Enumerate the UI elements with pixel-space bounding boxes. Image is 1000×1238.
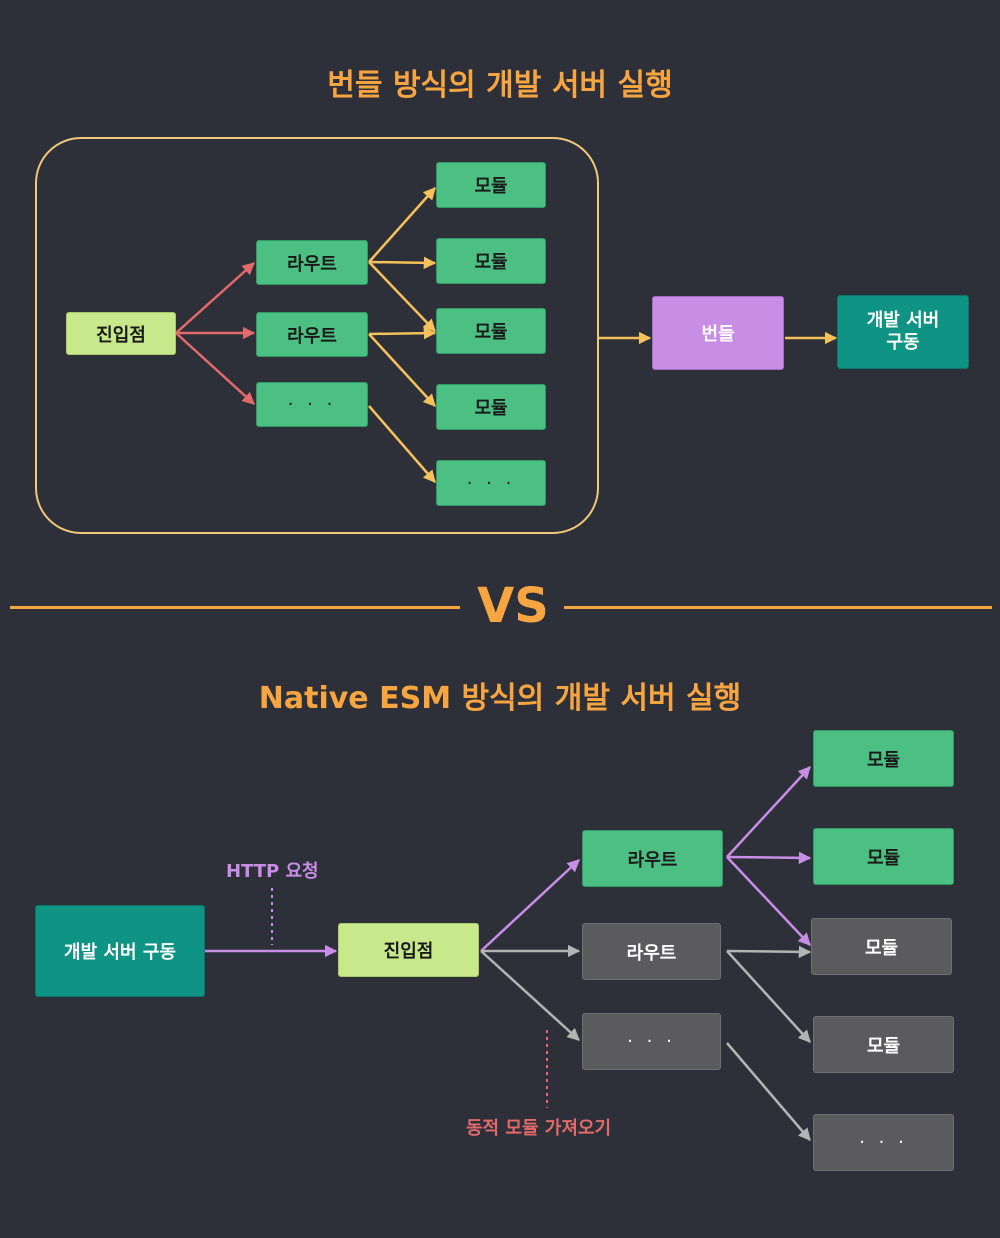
bundle-box: 번들 (652, 296, 784, 370)
bottom-module-box: 모듈 (813, 1016, 954, 1073)
bottom-route-box: 라우트 (582, 923, 721, 980)
bottom-entry-box: 진입점 (338, 923, 479, 977)
bottom-gray-arrows (480, 944, 812, 1141)
http-request-label: HTTP 요청 (226, 861, 319, 882)
top-route-box: 라우트 (256, 240, 368, 285)
dynamic-import-label: 동적 모듈 가져오기 (466, 1118, 612, 1139)
top-title: 번들 방식의 개발 서버 실행 (327, 68, 673, 103)
bottom-dev-server-box: 개발 서버 구동 (35, 905, 205, 997)
arrow-entry-route-1 (175, 262, 255, 334)
top-route-arrows (368, 187, 838, 483)
top-route-box: 라우트 (256, 312, 368, 357)
bottom-route-box: 라우트 (582, 830, 723, 887)
bottom-route-box: · · · (582, 1013, 721, 1070)
bottom-module-box: · · · (813, 1114, 954, 1171)
top-module-box: 모듈 (436, 384, 546, 430)
divider-line-right (564, 606, 992, 609)
top-module-box: 모듈 (436, 162, 546, 208)
top-route-box: · · · (256, 382, 368, 427)
vs-label: VS (477, 578, 549, 634)
bottom-module-box: 모듈 (813, 730, 954, 787)
top-module-box: 모듈 (436, 238, 546, 284)
top-entry-arrows (175, 262, 256, 405)
top-entry-box: 진입점 (66, 312, 176, 355)
bottom-title: Native ESM 방식의 개발 서버 실행 (258, 681, 742, 716)
top-module-box: 모듈 (436, 308, 546, 354)
bottom-module-box: 모듈 (811, 918, 952, 975)
bundle-scope-frame (35, 137, 599, 534)
top-module-box: · · · (436, 460, 546, 506)
arrow-entry-route-3 (175, 332, 255, 405)
bottom-purple-arrows (205, 766, 812, 958)
divider-line-left (10, 606, 460, 609)
bottom-module-box: 모듈 (813, 828, 954, 885)
top-dev-server-box: 개발 서버 구동 (837, 295, 969, 369)
